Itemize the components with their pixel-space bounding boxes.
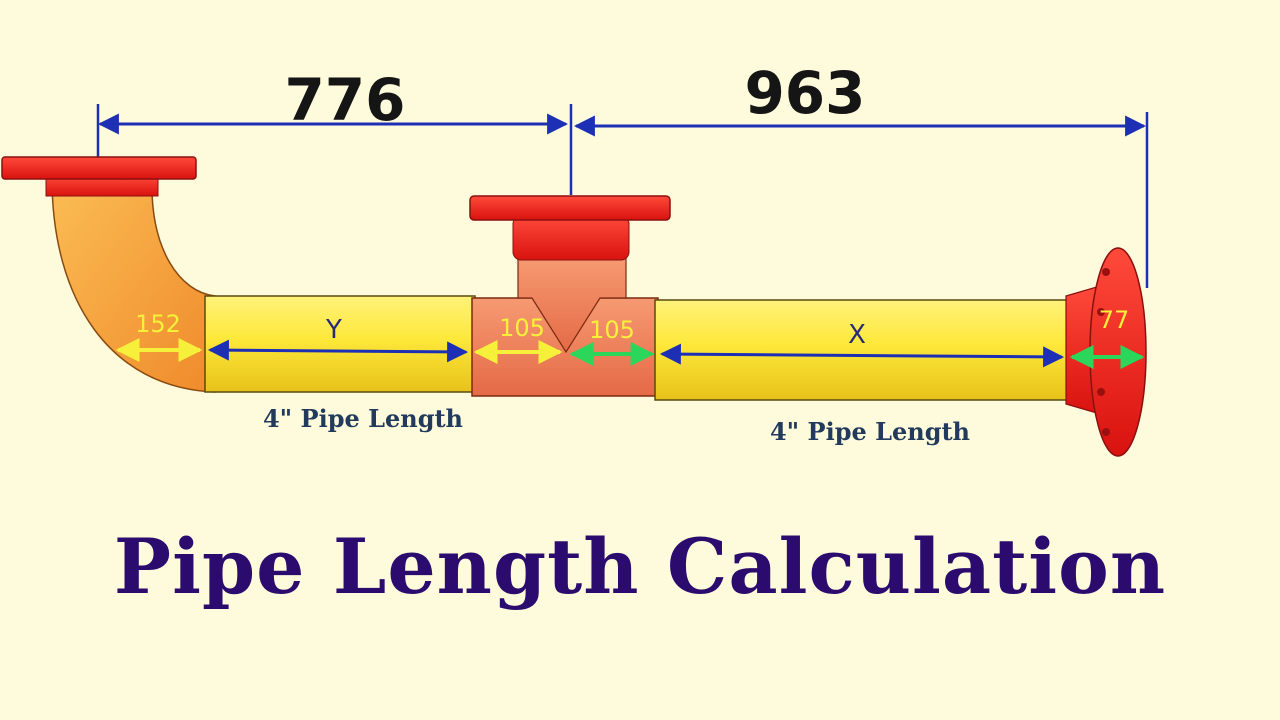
tee-fitting bbox=[469, 195, 671, 397]
flange-takeoff-label: 77 bbox=[1099, 306, 1130, 334]
bolt-hole bbox=[1097, 308, 1105, 316]
left-pipe-length-label: 4" Pipe Length bbox=[263, 404, 463, 433]
bolt-hole bbox=[1097, 388, 1105, 396]
right-pipe-length-label: 4" Pipe Length bbox=[770, 417, 970, 446]
dimension-776-label: 776 bbox=[284, 66, 405, 134]
tee-branch bbox=[517, 257, 627, 354]
bolt-hole bbox=[1102, 268, 1110, 276]
elbow-takeoff-label: 152 bbox=[135, 310, 181, 338]
page-title: Pipe Length Calculation bbox=[113, 522, 1167, 611]
elbow-flange bbox=[1, 156, 197, 180]
bolt-hole bbox=[1102, 428, 1110, 436]
tee-left-takeoff-label: 105 bbox=[499, 314, 545, 342]
pipe-x-dimension-line bbox=[659, 343, 1065, 368]
tee-right-takeoff-label: 105 bbox=[589, 316, 635, 344]
pipe-segment-x bbox=[654, 299, 1071, 401]
tee-flange bbox=[469, 195, 671, 221]
pipe-y-label: Y bbox=[325, 315, 342, 345]
pipe-x-label: X bbox=[848, 320, 866, 350]
overall-dimension-lines: 776 963 bbox=[96, 59, 1149, 288]
pipe-y-dimension-line bbox=[207, 339, 469, 363]
dimension-963-label: 963 bbox=[744, 59, 865, 127]
end-flange-face bbox=[1089, 247, 1147, 457]
elbow-body bbox=[51, 177, 216, 393]
elbow-fitting bbox=[1, 156, 216, 393]
end-flange bbox=[1065, 247, 1147, 457]
tee-flange-neck bbox=[512, 215, 630, 261]
